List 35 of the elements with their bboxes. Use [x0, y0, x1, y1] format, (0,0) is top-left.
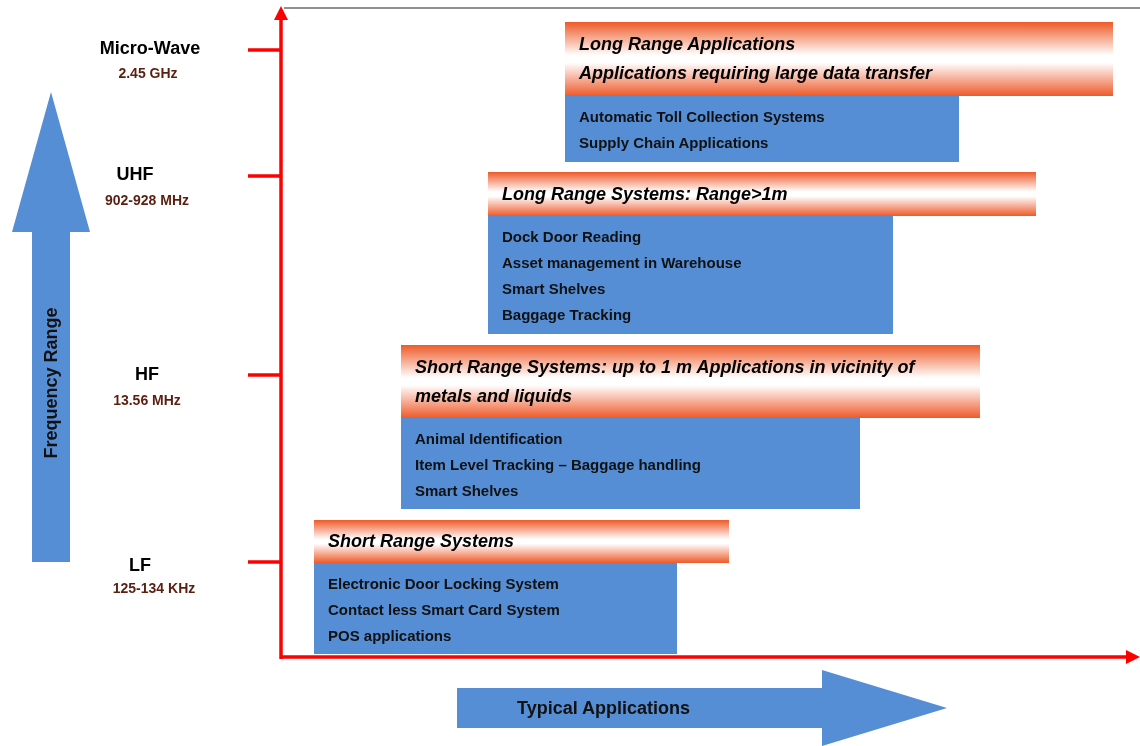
band-name: UHF: [116, 164, 154, 185]
application-item: Automatic Toll Collection Systems: [579, 107, 826, 127]
application-item: Dock Door Reading: [502, 227, 643, 247]
range-header-band: [314, 520, 729, 563]
range-header-band: [565, 22, 1113, 96]
application-item: Supply Chain Applications: [579, 133, 770, 153]
range-heading: Long Range Systems: Range>1m: [502, 182, 789, 206]
arrow-label: Frequency Range: [40, 307, 62, 459]
band-name: Micro-Wave: [99, 38, 201, 59]
frequency-value: 13.56 MHz: [113, 392, 181, 408]
applications-box: [565, 96, 959, 162]
application-item: Item Level Tracking – Baggage handling: [415, 455, 702, 475]
application-item: POS applications: [328, 626, 453, 646]
application-item: Animal Identification: [415, 429, 564, 449]
application-item: Contact less Smart Card System: [328, 600, 561, 620]
band-name: LF: [129, 555, 151, 576]
application-item: Asset management in Warehouse: [502, 253, 743, 273]
range-heading: Applications requiring large data transfer: [579, 62, 934, 85]
arrow-label: Typical Applications: [517, 697, 691, 719]
range-heading: Short Range Systems: up to 1 m Applications in vicinity of metals and liquids: [415, 355, 917, 408]
range-header-band: [401, 345, 980, 418]
applications-box: [488, 216, 893, 334]
applications-box: [401, 418, 860, 509]
range-heading: Long Range Applications: [579, 33, 797, 56]
range-heading: Short Range Systems: [328, 530, 516, 553]
application-item: Baggage Tracking: [502, 305, 633, 325]
frequency-value: 125-134 KHz: [112, 580, 196, 596]
band-name: HF: [135, 364, 159, 385]
frequency-value: 902-928 MHz: [105, 192, 189, 208]
range-header-band: [488, 172, 1036, 216]
applications-box: [314, 563, 677, 654]
application-item: Electronic Door Locking System: [328, 574, 560, 594]
application-item: Smart Shelves: [415, 481, 520, 501]
frequency-value: 2.45 GHz: [118, 65, 178, 81]
application-item: Smart Shelves: [502, 279, 607, 299]
